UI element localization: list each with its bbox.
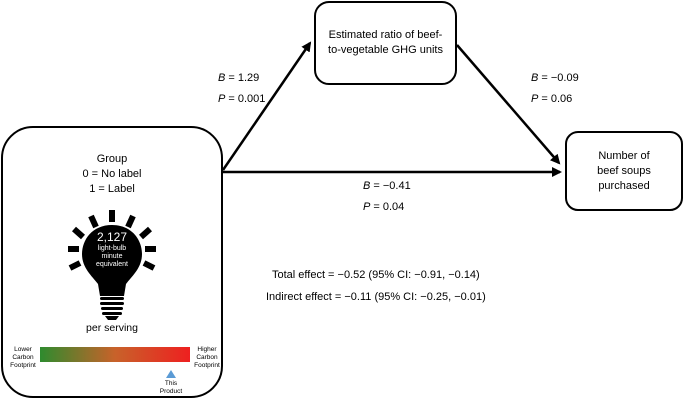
outcome-box: Number of beef soups purchased — [565, 131, 683, 211]
predictor-title: Group — [96, 153, 128, 165]
arrow-b-path — [456, 44, 561, 165]
path-b-coefficient: B = −0.09 — [531, 72, 579, 84]
bulb-value: 2,127 — [96, 230, 128, 244]
product-marker-line2: Product — [159, 388, 183, 395]
product-marker-line1: This — [164, 380, 178, 387]
path-c-coefficient: B = −0.41 — [363, 180, 411, 192]
scale-low-line2: Carbon — [12, 354, 34, 361]
outcome-label-line3: purchased — [598, 179, 650, 192]
scale-high-line2: Carbon — [196, 354, 218, 361]
path-a-coefficient: B = 1.29 — [218, 72, 260, 84]
predictor-code-0: 0 = No label — [82, 168, 142, 180]
path-b-pvalue: P = 0.06 — [531, 93, 573, 105]
scale-high-line1: Higher — [197, 346, 217, 353]
scale-low-line1: Lower — [14, 346, 32, 353]
total-effect-text: Total effect = −0.52 (95% CI: −0.91, −0.… — [272, 269, 480, 281]
outcome-label-line2: beef soups — [597, 164, 651, 177]
arrow-a-path — [221, 41, 312, 171]
predictor-code-1: 1 = Label — [89, 183, 135, 195]
bulb-text-line1: light-bulb — [97, 245, 127, 252]
outcome-label-line1: Number of — [598, 149, 650, 162]
bulb-text-line3: equivalent — [96, 261, 128, 268]
carbon-scale-bar — [40, 347, 190, 362]
path-a-pvalue: P = 0.001 — [218, 93, 266, 105]
scale-high-line3: Footprint — [194, 362, 220, 369]
mediator-label-line2: to-vegetable GHG units — [328, 44, 443, 56]
per-serving-label: per serving — [86, 322, 138, 334]
indirect-effect-text: Indirect effect = −0.11 (95% CI: −0.25, … — [266, 291, 486, 303]
scale-low-line3: Footprint — [10, 362, 36, 369]
mediator-label-line1: Estimated ratio of beef- — [328, 29, 443, 41]
bulb-text-line2: minute — [101, 253, 123, 260]
path-c-pvalue: P = 0.04 — [363, 201, 405, 213]
mediator-box: Estimated ratio of beef- to-vegetable GH… — [314, 1, 457, 85]
